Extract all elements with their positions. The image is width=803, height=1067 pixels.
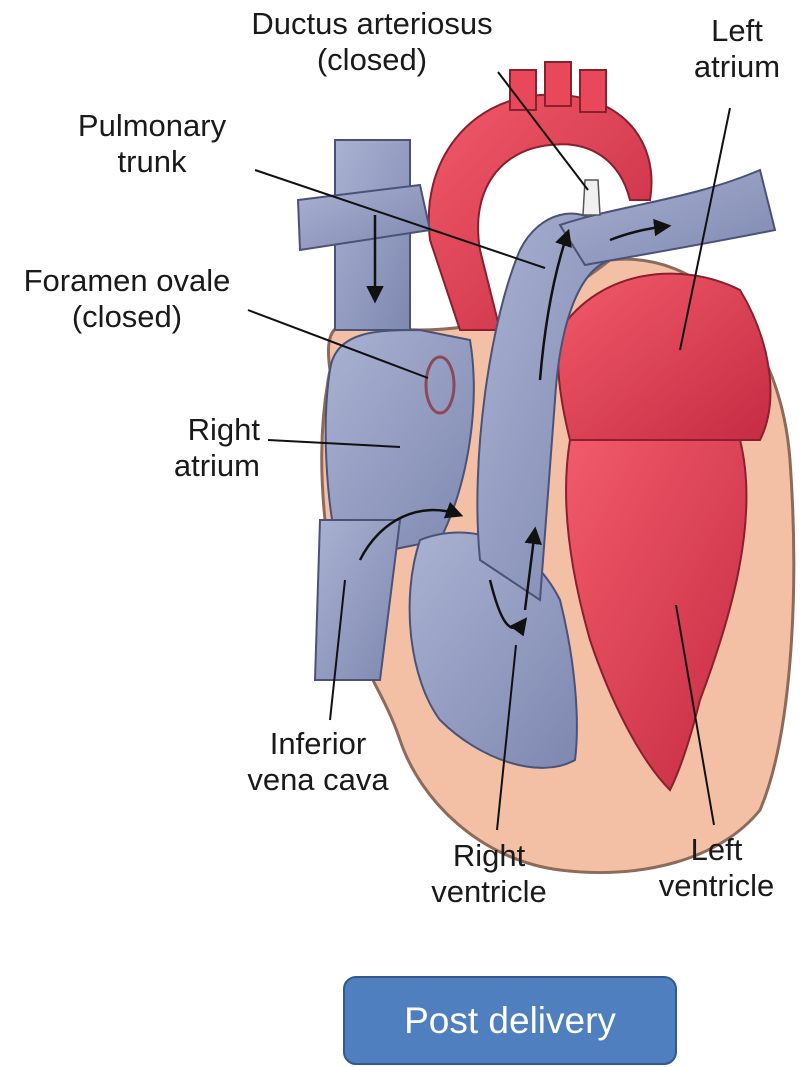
label-ductus-arteriosus: Ductus arteriosus (closed) xyxy=(212,6,532,78)
label-foramen-ovale: Foramen ovale (closed) xyxy=(2,263,252,335)
label-inferior-vena-cava: Inferior vena cava xyxy=(218,726,418,798)
label-left-atrium: Left atrium xyxy=(672,13,802,85)
aorta-branch-2 xyxy=(545,62,571,106)
label-right-atrium: Right atrium xyxy=(120,412,260,484)
post-delivery-button[interactable]: Post delivery xyxy=(343,976,677,1065)
left-atrium-chamber xyxy=(558,274,770,440)
label-pulmonary-trunk: Pulmonary trunk xyxy=(52,108,252,180)
label-right-ventricle: Right ventricle xyxy=(404,838,574,910)
label-left-ventricle: Left ventricle xyxy=(634,832,799,904)
aorta-branch-3 xyxy=(580,70,606,112)
